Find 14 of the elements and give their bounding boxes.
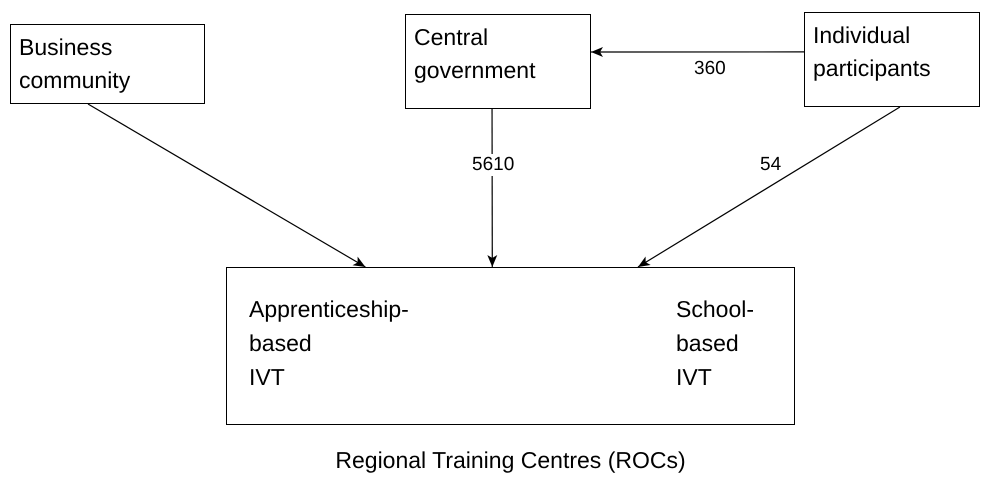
centre-box [226, 267, 795, 425]
actor-box [405, 14, 591, 109]
centre-text: Apprenticeship- based IVT [249, 295, 409, 392]
box-label: Individual participants [813, 21, 931, 83]
arrow [591, 47, 804, 57]
edge-label: 5610 [470, 154, 516, 176]
box-label: Central government [414, 23, 536, 85]
centre-text: School- based IVT [676, 295, 754, 392]
actor-box [804, 12, 980, 107]
node-label: Regional Training Centres (ROCs) [334, 446, 687, 475]
arrow [638, 106, 900, 268]
actor-box [10, 24, 205, 104]
box-label: Business community [19, 33, 130, 95]
arrow [88, 103, 366, 268]
